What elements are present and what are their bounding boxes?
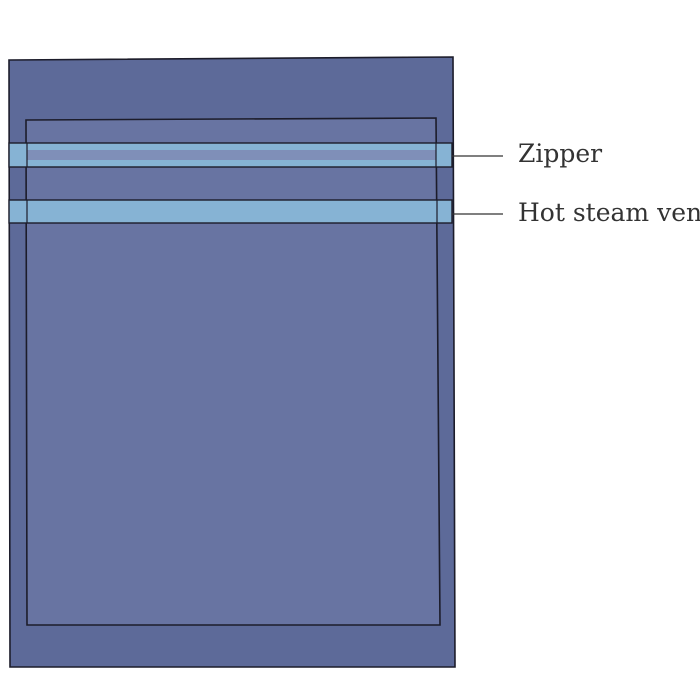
steam-vent-strip (8, 199, 453, 224)
zipper-label: Zipper (518, 139, 602, 168)
pouch-inner-panel (25, 117, 441, 626)
vent-label: Hot steam vent (518, 198, 700, 227)
zipper-strip (8, 142, 453, 168)
zipper-track (27, 150, 436, 160)
